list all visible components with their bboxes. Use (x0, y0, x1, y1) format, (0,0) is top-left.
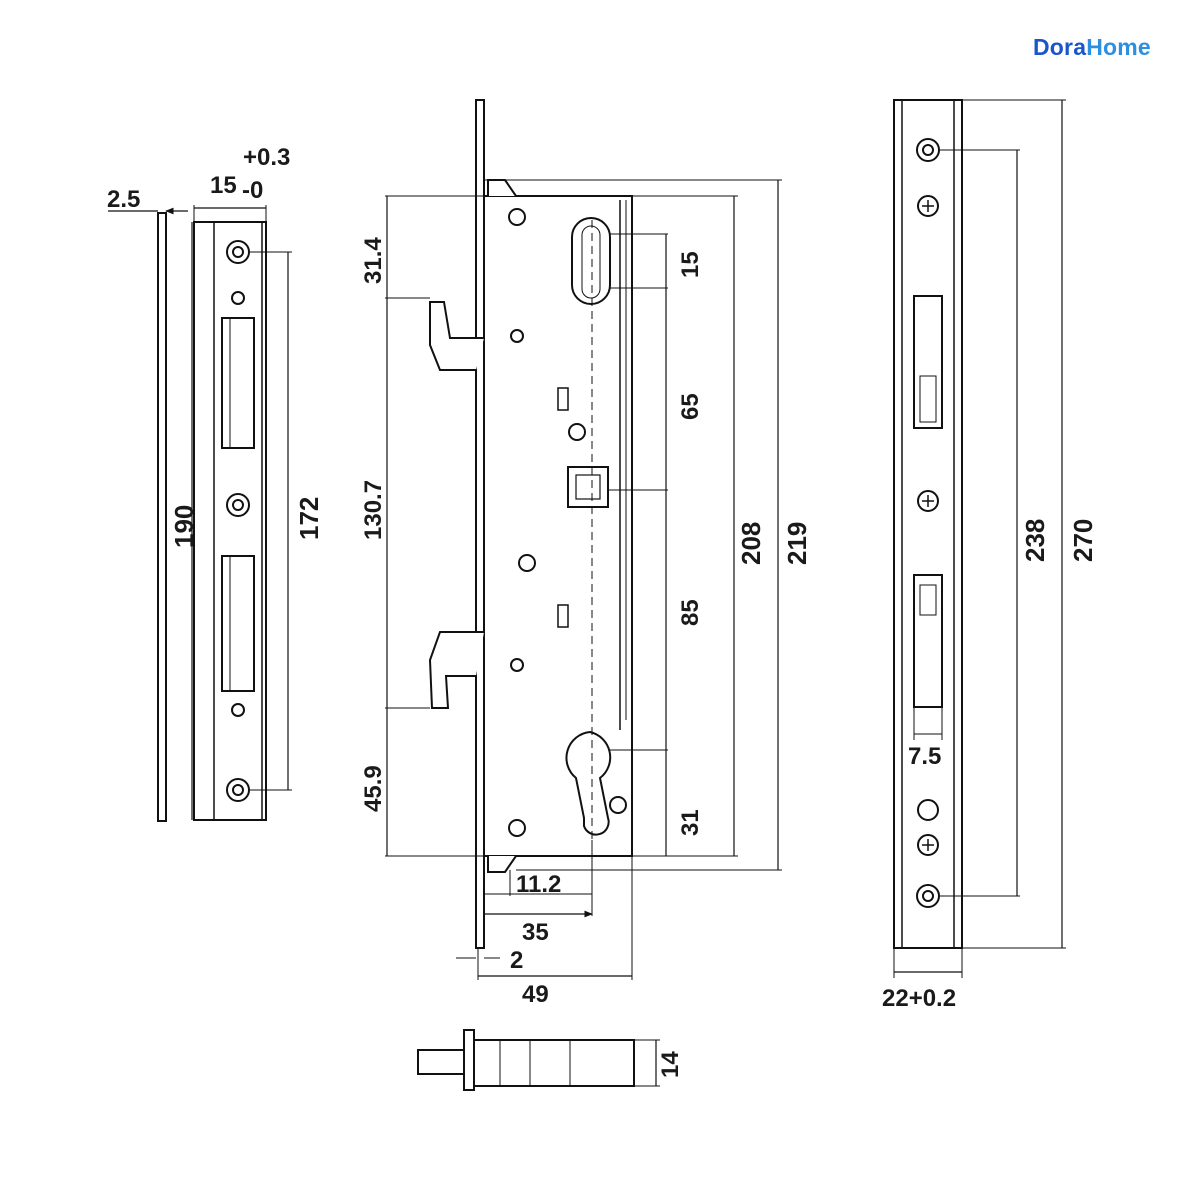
lock-spindle (567, 466, 609, 508)
dim-hook-to-bottom: 45.9 (360, 765, 387, 812)
dim-cylinder-offset: 11.2 (516, 871, 561, 898)
dim-spindle-to-cylinder: 85 (677, 599, 704, 626)
right-faceplate (893, 99, 1066, 978)
brand-logo-part1: Dora (1033, 34, 1087, 60)
bolt-detail (417, 1029, 660, 1091)
faceplate-latch-bottom (913, 574, 943, 708)
strike-front-view (193, 221, 267, 821)
dim-slot-to-spindle: 65 (677, 393, 704, 420)
brand-logo: DoraHome (1033, 34, 1151, 61)
dim-strike-tol-lower: -0 (242, 177, 263, 204)
dim-bolt-width: 7.5 (908, 743, 941, 770)
strike-hole-top (226, 240, 250, 264)
dim-case-depth: 49 (522, 981, 549, 1008)
lock-hook-top (429, 301, 484, 371)
lock-slot (571, 217, 611, 305)
dim-cylinder-to-bottom: 31 (677, 809, 704, 836)
dim-strike-hole-spacing: 172 (294, 497, 324, 540)
dim-hook-spacing: 130.7 (360, 480, 387, 540)
dim-strike-thickness: 2.5 (107, 186, 140, 213)
dim-strike-width: 15 (210, 172, 237, 199)
dim-strike-tol-upper: +0.3 (243, 144, 290, 171)
lock-faceplate (475, 99, 485, 949)
dim-backset: 35 (522, 919, 549, 946)
dim-faceplate-hole-spacing: 238 (1020, 519, 1050, 562)
dim-faceplate-height: 219 (782, 522, 812, 565)
dim-top-to-hook: 31.4 (360, 237, 387, 284)
dim-case-height: 208 (736, 522, 766, 565)
strike-hole-bottom (226, 778, 250, 802)
left-strike-plate (108, 205, 292, 822)
lock-hook-bottom (428, 631, 484, 709)
lock-screw (508, 208, 526, 226)
faceplate-latch-top (913, 295, 943, 429)
dim-strike-length: 190 (169, 505, 199, 548)
brand-logo-part2: Home (1086, 34, 1151, 60)
lock-cylinder (565, 730, 612, 836)
strike-small-hole (231, 291, 245, 305)
lock-body (385, 99, 782, 980)
strike-hole-middle (226, 493, 250, 517)
dim-slot-height: 15 (677, 251, 704, 278)
dim-bolt-height: 14 (657, 1051, 684, 1078)
dim-faceplate-length: 270 (1068, 519, 1098, 562)
dim-faceplate-width: 22+0.2 (882, 985, 956, 1012)
strike-side-view (157, 212, 167, 822)
faceplate-front-view (893, 99, 963, 949)
dim-faceplate-thickness: 2 (510, 947, 523, 974)
